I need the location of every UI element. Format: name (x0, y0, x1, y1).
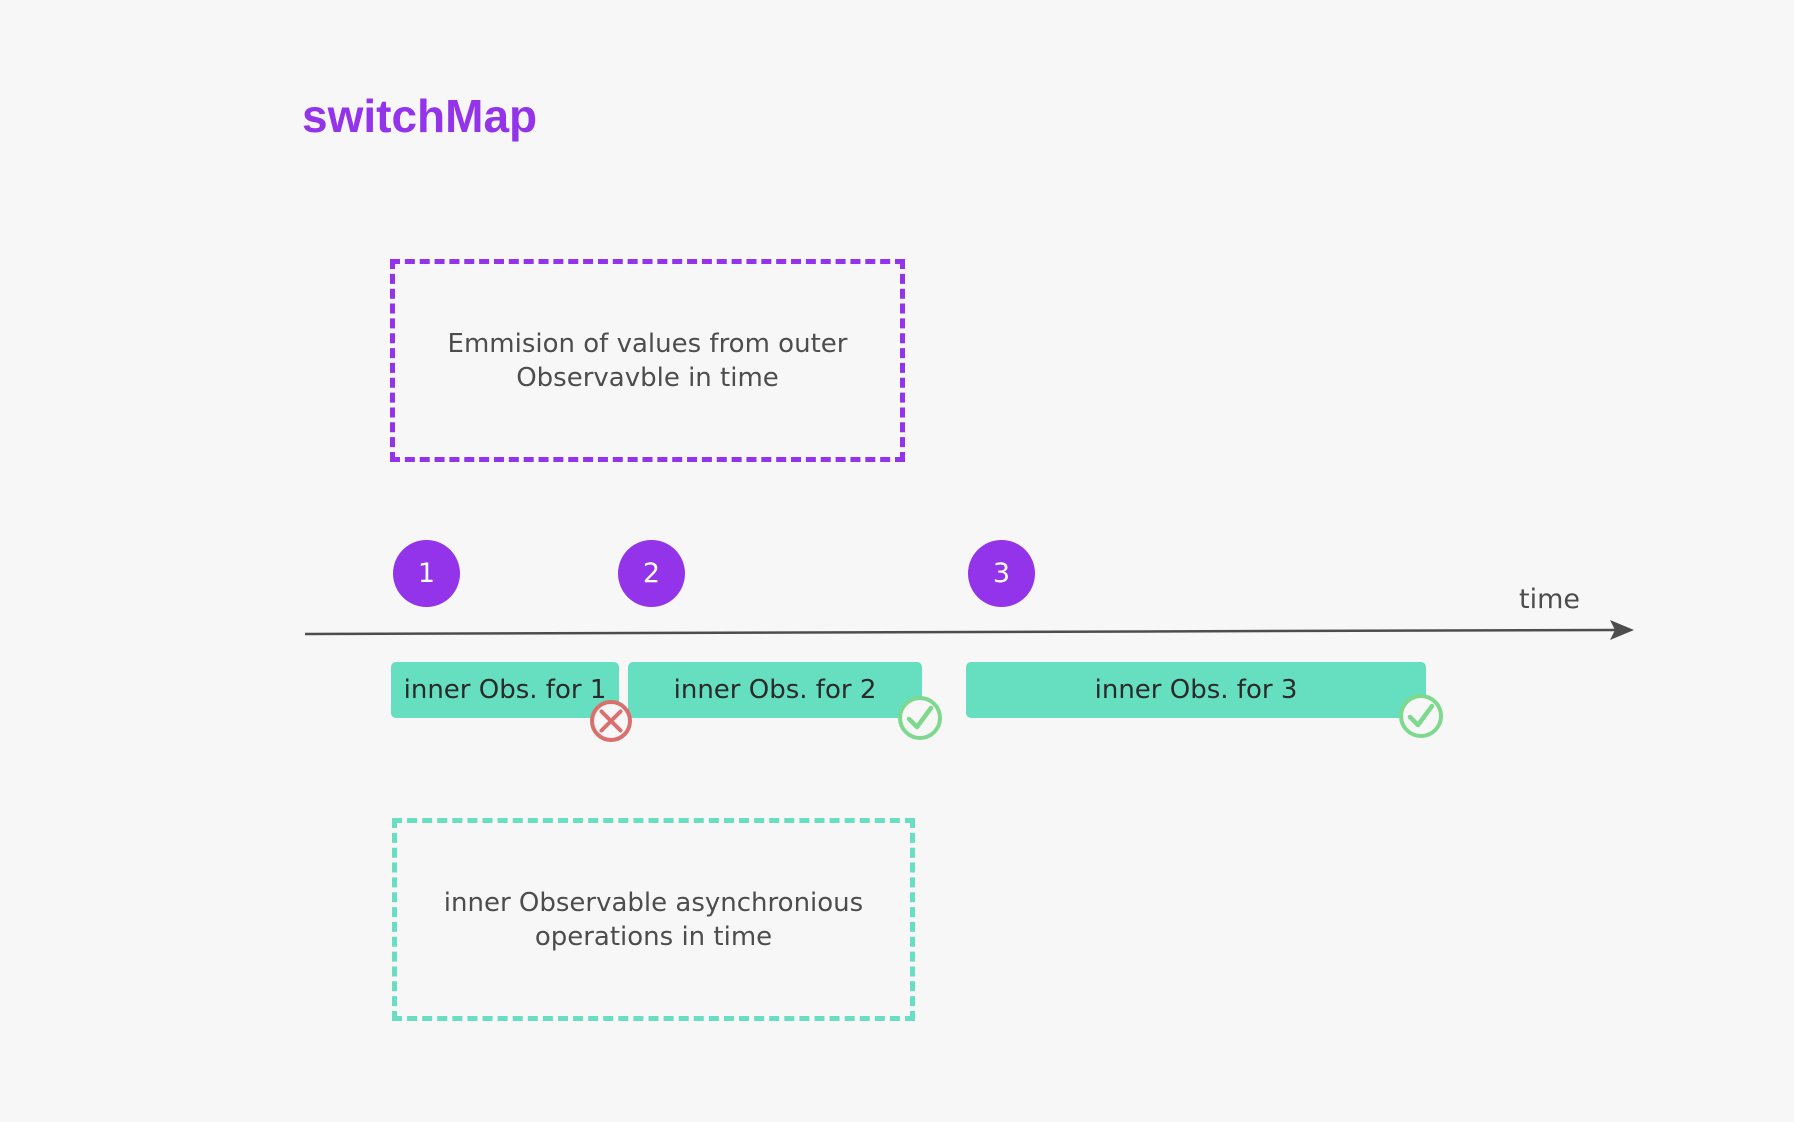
check-circle-icon (898, 696, 942, 740)
inner-observable-bar-1: inner Obs. for 1 (391, 662, 619, 718)
cancel-circle-icon (590, 700, 632, 742)
time-axis-arrowhead (1610, 620, 1634, 640)
check-circle-icon (1399, 694, 1443, 738)
outer-observable-legend-text: Emmision of values from outer Observavbl… (447, 328, 848, 393)
emission-marker-3: 3 (968, 540, 1035, 607)
time-axis-label: time (1519, 584, 1581, 615)
inner-observable-legend-box: inner Observable asynchronious operation… (392, 818, 915, 1021)
emission-marker-2: 2 (618, 540, 685, 607)
emission-marker-1: 1 (393, 540, 460, 607)
inner-observable-legend-text: inner Observable asynchronious operation… (443, 887, 864, 952)
page-title: switchMap (302, 90, 538, 142)
inner-observable-bar-2: inner Obs. for 2 (628, 662, 922, 718)
inner-observable-bar-3: inner Obs. for 3 (966, 662, 1426, 718)
time-axis-line (304, 628, 1616, 636)
outer-observable-legend-box: Emmision of values from outer Observavbl… (390, 259, 905, 462)
